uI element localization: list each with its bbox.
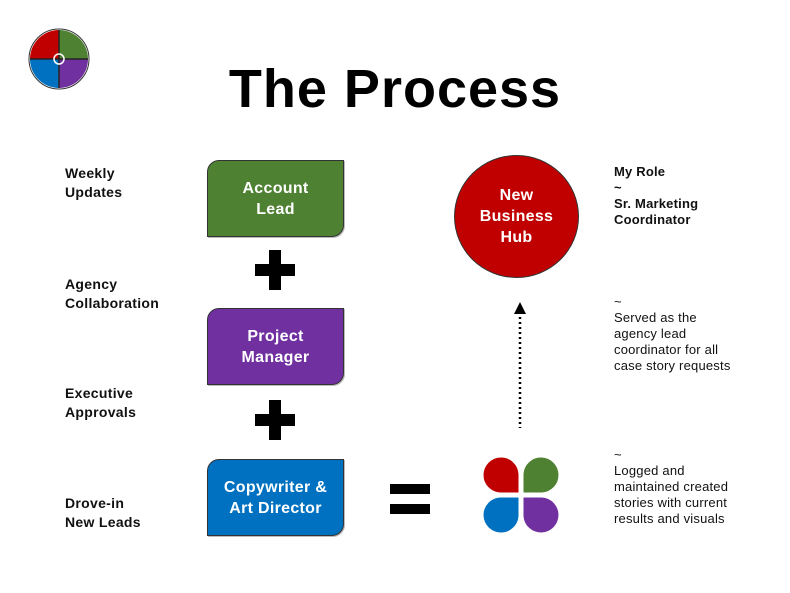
note-line: agency lead [614, 326, 687, 341]
project-manager-box: Project Manager [207, 308, 344, 385]
note-line: maintained created [614, 479, 729, 494]
new-business-hub-circle: New Business Hub [454, 155, 579, 278]
note-line: case story requests [614, 358, 731, 373]
plus-icon [255, 250, 295, 290]
page-title: The Process [228, 59, 562, 119]
label-line: Agency [65, 276, 118, 292]
logo-quadrant-blue [30, 59, 59, 88]
hub-line: Hub [500, 229, 533, 246]
logo-quadrant-green [59, 30, 88, 59]
label-line: Approvals [65, 404, 137, 420]
my-role-text: My Role ~ Sr. Marketing Coordinator [614, 164, 698, 228]
note-logged-and-maintained: ~ Logged and maintained created stories … [614, 447, 728, 527]
hub-line: Business [479, 208, 554, 225]
label-line: New Leads [65, 514, 141, 530]
note-line: coordinator for all [614, 342, 719, 357]
clover-logo-icon [482, 456, 560, 534]
logo-quadrant-red [30, 30, 59, 59]
box-line: Art Director [229, 499, 322, 517]
label-line: Executive [65, 385, 134, 401]
label-weekly-updates: Weekly Updates [65, 164, 122, 202]
label-line: Collaboration [65, 295, 160, 311]
role-heading: My Role [614, 164, 666, 179]
hub-line: New [499, 187, 534, 204]
box-line: Manager [241, 348, 310, 366]
box-line: Project [247, 327, 304, 345]
logo-quadrant-purple [59, 59, 88, 88]
dotted-arrow-up-icon [514, 302, 526, 428]
note-line: stories with current [614, 495, 728, 510]
note-line: Served as the [614, 310, 697, 325]
note-line: Logged and [614, 463, 685, 478]
note-line: ~ [614, 294, 622, 309]
box-line: Lead [256, 200, 295, 218]
label-executive-approvals: Executive Approvals [65, 384, 136, 422]
label-line: Updates [65, 184, 123, 200]
box-line: Copywriter & [223, 478, 328, 496]
box-line: Account [242, 179, 309, 197]
petal-blue [482, 496, 520, 534]
corner-logo-icon [28, 28, 90, 90]
equals-icon [390, 484, 430, 514]
account-lead-box: Account Lead [207, 160, 344, 237]
plus-icon [255, 400, 295, 440]
note-line: results and visuals [614, 511, 725, 526]
note-line: ~ [614, 447, 622, 462]
label-line: Weekly [65, 165, 115, 181]
copywriter-art-director-box: Copywriter & Art Director [207, 459, 344, 536]
role-tilde: ~ [614, 180, 622, 195]
role-title-line: Sr. Marketing [614, 196, 699, 211]
petal-red [482, 456, 520, 494]
label-drove-in-new-leads: Drove-in New Leads [65, 494, 141, 532]
label-line: Drove-in [65, 495, 125, 511]
role-title-line: Coordinator [614, 212, 691, 227]
petal-green [522, 456, 560, 494]
label-agency-collaboration: Agency Collaboration [65, 275, 159, 313]
note-served-as-lead: ~ Served as the agency lead coordinator … [614, 294, 731, 374]
petal-purple [522, 496, 560, 534]
